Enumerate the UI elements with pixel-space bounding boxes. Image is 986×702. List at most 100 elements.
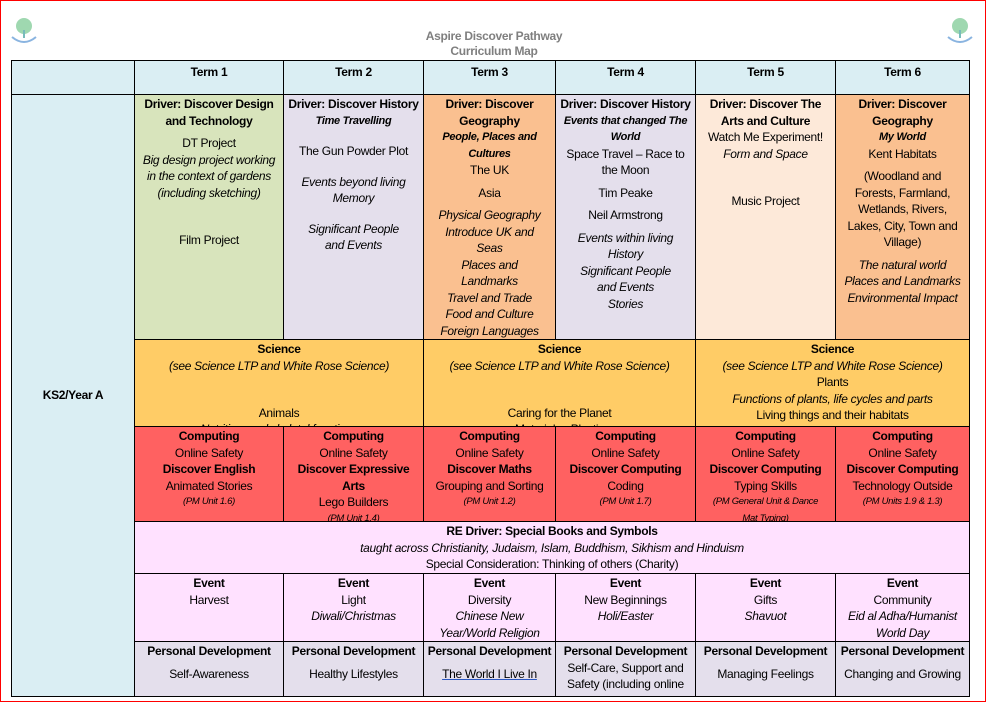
cell-text: Driver: Discover Design <box>144 97 274 111</box>
cell-text: Computing <box>872 429 933 443</box>
cell-text: Diwali/Christmas <box>311 609 396 623</box>
term-label: Term 6 <box>884 65 921 79</box>
cell-text: Arts and Culture <box>720 113 811 128</box>
cell-text: and Technology <box>165 113 253 128</box>
cell-text: Discover Maths <box>447 462 532 476</box>
science-cell-3: Science(see Science LTP and White Rose S… <box>696 340 970 427</box>
cell-text: Event <box>886 576 919 590</box>
cell-text: Materials - Plastic <box>425 421 694 426</box>
cell-text: in the context of gardens <box>147 169 271 183</box>
cell-text: Event <box>337 576 370 590</box>
cell-text: Travel and Trade <box>447 290 532 305</box>
cell-text: and Events <box>596 280 655 294</box>
cell-text: Lego Builders <box>318 495 389 509</box>
cell-text: Significant People <box>308 221 399 236</box>
cell-text: (see Science LTP and White Rose Science) <box>449 358 670 373</box>
cell-text: Animals <box>258 405 300 420</box>
cell-text: Online Safety <box>591 445 660 460</box>
cell-text: (PM Units 1.9 & 1.3) <box>862 496 943 507</box>
cell-text: Film Project <box>179 232 239 247</box>
cell-text: Wetlands, Rivers, <box>858 202 947 216</box>
term-header-5: Term 5 <box>696 61 836 95</box>
cell-text: Functions of plants, life cycles and par… <box>732 391 933 406</box>
cell-text: Year/World Religion <box>439 625 540 640</box>
cell-text: Time Travelling <box>315 114 392 127</box>
cell-text: Shavuot <box>744 609 787 623</box>
cell-text: Village) <box>883 235 922 249</box>
cell-text: People, Places and <box>442 131 537 143</box>
cell-text: Stories <box>607 296 644 311</box>
cell-text: the Moon <box>601 163 650 177</box>
driver-cell-term-1: Driver: Discover Design and Technology DT … <box>135 95 284 340</box>
cell-text: Discover Expressive Arts <box>297 462 410 493</box>
cell-text: Events beyond living <box>301 174 406 189</box>
cell-text: Driver: Discover History <box>560 97 691 111</box>
cell-text: Computing <box>178 429 240 443</box>
cell-text: Event <box>609 576 642 590</box>
cell-text: Places and <box>461 257 518 272</box>
school-logo-tree-icon <box>947 18 973 43</box>
cell-text: The World I Live In <box>442 666 537 681</box>
cell-text: Animated Stories <box>165 478 253 493</box>
cell-text: Caring for the Planet <box>507 405 612 420</box>
cell-text: Harvest <box>189 592 229 607</box>
cell-text: Computing <box>735 429 796 443</box>
cell-text: Driver: Discover The <box>709 97 822 111</box>
cell-text: Seas <box>476 241 503 255</box>
cell-text: Typing Skills <box>734 478 797 493</box>
cell-text: Online Safety <box>455 445 524 460</box>
cell-text: Light <box>341 592 366 607</box>
cell-text: Personal Development <box>703 644 828 658</box>
cell-text: Mat Typing) <box>742 512 789 522</box>
page-subtitle: Curriculum Map <box>450 44 538 58</box>
cell-text: World Day <box>875 625 930 640</box>
cell-text: Discover Computing <box>569 462 682 476</box>
cell-text: Grouping and Sorting <box>435 478 544 493</box>
cell-text: Community <box>873 592 932 607</box>
cell-text: (Woodland and <box>863 169 942 183</box>
cell-text <box>425 388 694 405</box>
cell-text: (PM Unit 1.6) <box>182 496 236 507</box>
cell-text: Driver: Discover History <box>288 97 419 111</box>
term-label: Term 1 <box>190 65 228 79</box>
cell-text: DT Project <box>182 136 236 150</box>
cell-text: Significant People <box>580 263 671 278</box>
cell-text: Space Travel – Race to <box>566 146 685 161</box>
cell-text: Lakes, City, Town and <box>847 218 958 233</box>
cell-text <box>136 215 282 232</box>
cell-text: Diversity <box>467 592 512 607</box>
cell-text: Cultures <box>468 147 511 160</box>
cell-text: (PM General Unit & Dance <box>712 496 819 507</box>
year-label: KS2/Year A <box>42 388 104 403</box>
cell-text: and Events <box>324 238 383 252</box>
cell-text: Driver: Discover <box>445 97 534 111</box>
school-logo-tree-icon <box>11 18 37 43</box>
cell-text: The UK <box>470 163 509 177</box>
cell-text: Personal Development <box>291 644 416 658</box>
cell-text: Memory <box>332 191 375 205</box>
cell-text: Event <box>473 576 506 590</box>
cell-text: Neil Armstrong <box>588 208 663 222</box>
cell-text: Safety (including online <box>567 677 684 691</box>
cell-text: Kent Habitats <box>868 146 937 161</box>
cell-text: safety) <box>557 693 694 697</box>
cell-text: Event <box>193 576 225 590</box>
cell-text: Eid al Adha/Humanist <box>848 609 957 623</box>
cell-text: Asia <box>478 185 501 200</box>
cell-text: Computing <box>595 429 656 443</box>
cell-text: RE Driver: Special Books and Symbols <box>446 524 658 538</box>
header-corner <box>12 61 135 95</box>
cell-text: Healthy Lifestyles <box>309 666 398 681</box>
cell-text: The natural world <box>858 257 947 272</box>
cell-text: Living things and their habitats <box>756 408 909 422</box>
cell-text: Chinese New <box>455 609 524 623</box>
